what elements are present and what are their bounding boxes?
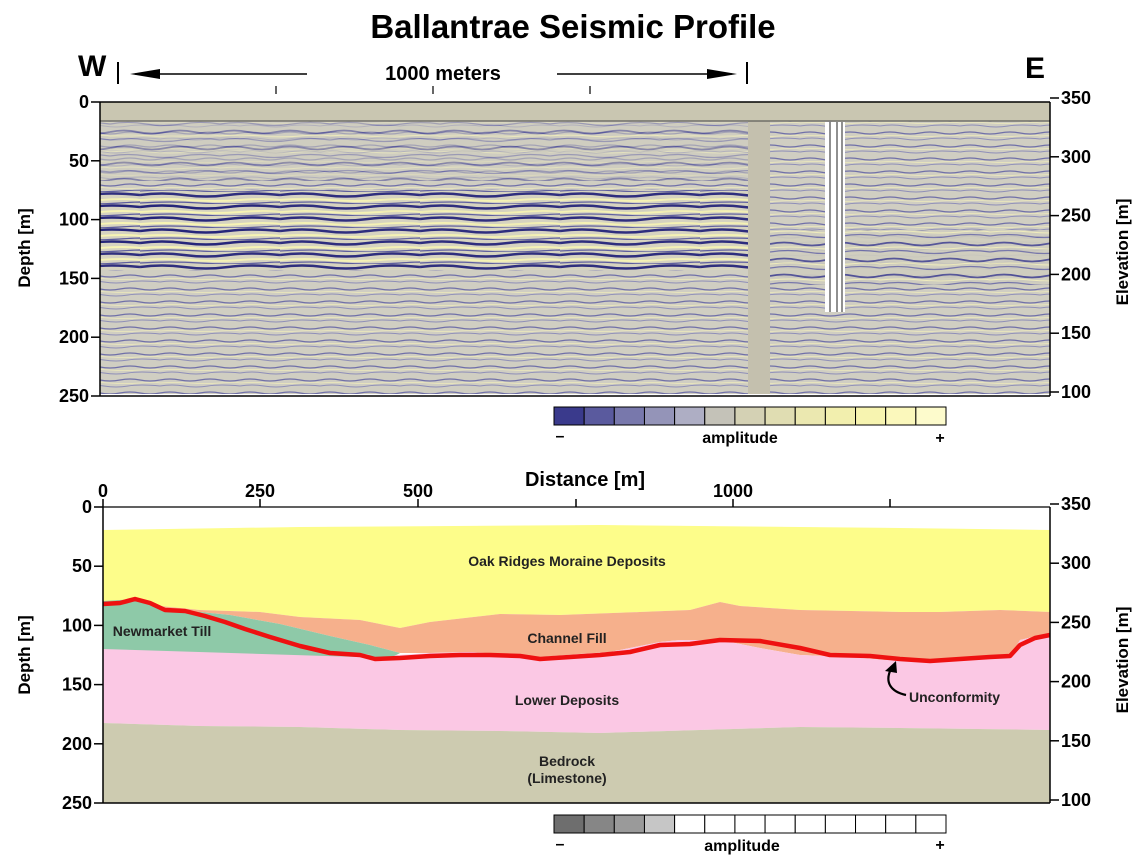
top-colorbar-swatch bbox=[824, 406, 857, 426]
lower-deposits-label: Lower Deposits bbox=[515, 692, 619, 708]
bottom-depth-tick-label: 150 bbox=[62, 675, 92, 695]
figure-title: Ballantrae Seismic Profile bbox=[370, 8, 775, 45]
top-depth-axis: 0 50 100 150 200 250 bbox=[59, 92, 100, 406]
bottom-elevation-tick-label: 350 bbox=[1061, 494, 1091, 514]
top-amplitude-colorbar bbox=[553, 406, 947, 426]
distance-axis: 0 250 500 1000 bbox=[98, 481, 891, 507]
bottom-amplitude-colorbar bbox=[553, 814, 947, 834]
bottom-colorbar-swatch bbox=[553, 814, 585, 834]
bottom-colorbar-swatch bbox=[915, 814, 947, 834]
bottom-colorbar-label: amplitude bbox=[704, 838, 780, 855]
distance-tick-label: 1000 bbox=[713, 481, 753, 501]
top-colorbar-swatch bbox=[553, 406, 585, 426]
bottom-colorbar-swatch bbox=[794, 814, 826, 834]
top-colorbar-swatch bbox=[915, 406, 947, 426]
bedrock-layer bbox=[103, 723, 1050, 803]
top-colorbar-swatch bbox=[583, 406, 615, 426]
bottom-elevation-tick-label: 250 bbox=[1061, 612, 1091, 632]
top-colorbar-swatch bbox=[855, 406, 887, 426]
top-colorbar-plus: + bbox=[935, 430, 944, 447]
data-gap bbox=[748, 121, 770, 394]
top-depth-tick-label: 200 bbox=[59, 327, 89, 347]
bottom-depth-axis-label: Depth [m] bbox=[15, 615, 34, 694]
bottom-depth-tick-label: 50 bbox=[72, 556, 92, 576]
top-depth-tick-label: 150 bbox=[59, 268, 89, 288]
bottom-colorbar-swatch bbox=[583, 814, 615, 834]
newmarket-till-layer bbox=[103, 599, 400, 658]
scale-bar: 1000 meters bbox=[117, 62, 748, 85]
bottom-depth-tick-label: 0 bbox=[82, 497, 92, 517]
newmarket-base-fill bbox=[103, 599, 400, 658]
bottom-depth-tick-label: 200 bbox=[62, 734, 92, 754]
top-elevation-tick-label: 150 bbox=[1061, 323, 1091, 343]
bottom-colorbar-swatch bbox=[674, 814, 706, 834]
top-colorbar-swatch bbox=[674, 406, 706, 426]
newmarket-till-label: Newmarket Till bbox=[113, 623, 212, 639]
top-colorbar-swatch bbox=[734, 406, 766, 426]
bottom-colorbar-swatch bbox=[704, 814, 736, 834]
top-elevation-axis-label: Elevation [m] bbox=[1113, 199, 1132, 306]
bottom-colorbar-swatch bbox=[734, 814, 766, 834]
top-colorbar-swatch bbox=[643, 406, 676, 426]
bottom-colorbar-minus: – bbox=[556, 836, 565, 853]
top-colorbar-swatch bbox=[764, 406, 796, 426]
top-depth-tick-label: 100 bbox=[59, 210, 89, 230]
lower-deposits-layer bbox=[103, 633, 1050, 733]
channel-fill-layer bbox=[103, 601, 1050, 661]
top-depth-tick-label: 50 bbox=[69, 151, 89, 171]
bottom-colorbar-plus: + bbox=[935, 837, 944, 854]
surface-layer bbox=[100, 102, 1050, 121]
borehole bbox=[825, 122, 845, 312]
top-depth-tick-label: 250 bbox=[59, 386, 89, 406]
bottom-depth-axis: 0 50 100 150 200 250 bbox=[62, 497, 103, 813]
channel-fill-label: Channel Fill bbox=[527, 630, 606, 646]
unconformity-arrow bbox=[885, 661, 907, 697]
bottom-elevation-tick-label: 150 bbox=[1061, 731, 1091, 751]
top-colorbar-swatch bbox=[704, 406, 736, 426]
seismic-section-panel bbox=[99, 101, 1051, 397]
top-depth-axis-label: Depth [m] bbox=[15, 208, 34, 287]
bottom-elevation-axis: 350 300 250 200 150 100 bbox=[1050, 494, 1091, 810]
east-label: E bbox=[1025, 52, 1045, 85]
bottom-depth-tick-label: 100 bbox=[62, 615, 92, 635]
distance-tick-label: 500 bbox=[403, 481, 433, 501]
scale-bar-label: 1000 meters bbox=[385, 63, 501, 85]
top-elevation-tick-label: 100 bbox=[1061, 382, 1091, 402]
bottom-elevation-axis-label: Elevation [m] bbox=[1113, 607, 1132, 714]
top-depth-tick-label: 0 bbox=[79, 92, 89, 112]
bottom-depth-tick-label: 250 bbox=[62, 793, 92, 813]
oak-ridges-layer bbox=[103, 525, 1050, 628]
distance-axis-label: Distance [m] bbox=[525, 469, 645, 491]
bottom-elevation-tick-label: 200 bbox=[1061, 672, 1091, 692]
distance-tick-label: 250 bbox=[245, 481, 275, 501]
bedrock-sublabel: (Limestone) bbox=[527, 770, 606, 786]
bottom-colorbar-swatch bbox=[885, 814, 917, 834]
top-elevation-axis: 350 300 250 200 150 100 bbox=[1050, 88, 1091, 402]
bottom-elevation-tick-label: 300 bbox=[1061, 553, 1091, 573]
unconformity-line bbox=[102, 596, 1051, 664]
geology-section-panel bbox=[102, 506, 1051, 804]
bottom-colorbar-swatch bbox=[643, 814, 676, 834]
unconformity-label: Unconformity bbox=[909, 689, 1000, 705]
west-label: W bbox=[78, 50, 107, 83]
bottom-colorbar-swatch bbox=[613, 814, 645, 834]
top-colorbar-swatch bbox=[794, 406, 826, 426]
top-elevation-tick-label: 300 bbox=[1061, 147, 1091, 167]
bottom-colorbar-swatch bbox=[824, 814, 857, 834]
top-colorbar-swatch bbox=[613, 406, 645, 426]
top-elevation-tick-label: 200 bbox=[1061, 264, 1091, 284]
bedrock-label: Bedrock bbox=[539, 753, 595, 769]
bottom-colorbar-swatch bbox=[764, 814, 796, 834]
top-colorbar-label: amplitude bbox=[702, 430, 778, 447]
top-colorbar-swatch bbox=[885, 406, 917, 426]
oak-ridges-label: Oak Ridges Moraine Deposits bbox=[468, 553, 666, 569]
bottom-colorbar-swatch bbox=[855, 814, 887, 834]
distance-tick-label: 0 bbox=[98, 481, 108, 501]
top-colorbar-minus: – bbox=[556, 428, 565, 445]
top-elevation-tick-label: 350 bbox=[1061, 88, 1091, 108]
bottom-elevation-tick-label: 100 bbox=[1061, 790, 1091, 810]
top-elevation-tick-label: 250 bbox=[1061, 206, 1091, 226]
